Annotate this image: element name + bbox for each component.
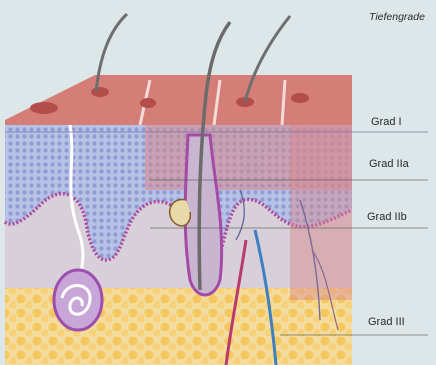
hair-follicle-opening bbox=[91, 87, 109, 97]
grade-2b-label: Grad IIb bbox=[367, 211, 407, 223]
grade-3-label: Grad III bbox=[368, 316, 405, 328]
hair-follicle-opening bbox=[291, 93, 309, 103]
hair-follicle-opening bbox=[140, 98, 156, 108]
grade-1-label: Grad I bbox=[371, 116, 402, 128]
diagram-title: Tiefengrade bbox=[369, 11, 425, 23]
grade-2a-label: Grad IIa bbox=[369, 158, 409, 170]
sweat-gland bbox=[54, 270, 102, 330]
hair-follicle-opening bbox=[30, 102, 58, 114]
burn-zone bbox=[290, 125, 352, 300]
